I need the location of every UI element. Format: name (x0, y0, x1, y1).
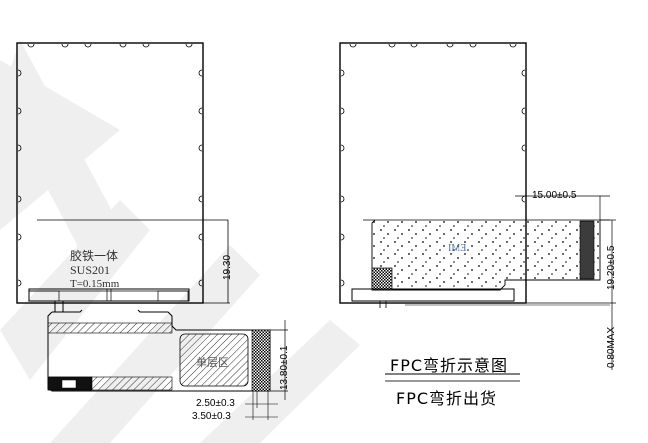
watermark (0, 40, 360, 443)
dim-height-19-20: 19.20±0.5 (606, 245, 617, 290)
single-layer-label: 单层区 (196, 356, 229, 369)
emi-label: EMI (448, 243, 467, 254)
dim-height-19-30: 19.30 (222, 254, 233, 280)
dim-thickness-0-80: 0.80MAX (606, 326, 617, 368)
dim-contact-3-50: 3.50±0.3 (192, 411, 231, 422)
material-note-line2: SUS201 (70, 263, 111, 277)
material-note-line1: 胶铁一体 (70, 249, 119, 263)
caption-bend-shipping: FPC弯折出货 (396, 389, 498, 408)
caption-divider (385, 373, 520, 382)
caption-bend-diagram: FPC弯折示意图 (390, 356, 509, 375)
dim-contact-2-50: 2.50±0.3 (196, 398, 235, 409)
dim-width-15-00: 15.00±0.5 (532, 190, 577, 201)
left-fpc (47, 301, 288, 420)
left-lcd-frame (16, 42, 230, 304)
material-note-line3: T=0.15mm (70, 278, 120, 290)
dim-fpc-13-80: 13.80±0.1 (279, 345, 290, 390)
right-lcd-frame (339, 42, 616, 370)
